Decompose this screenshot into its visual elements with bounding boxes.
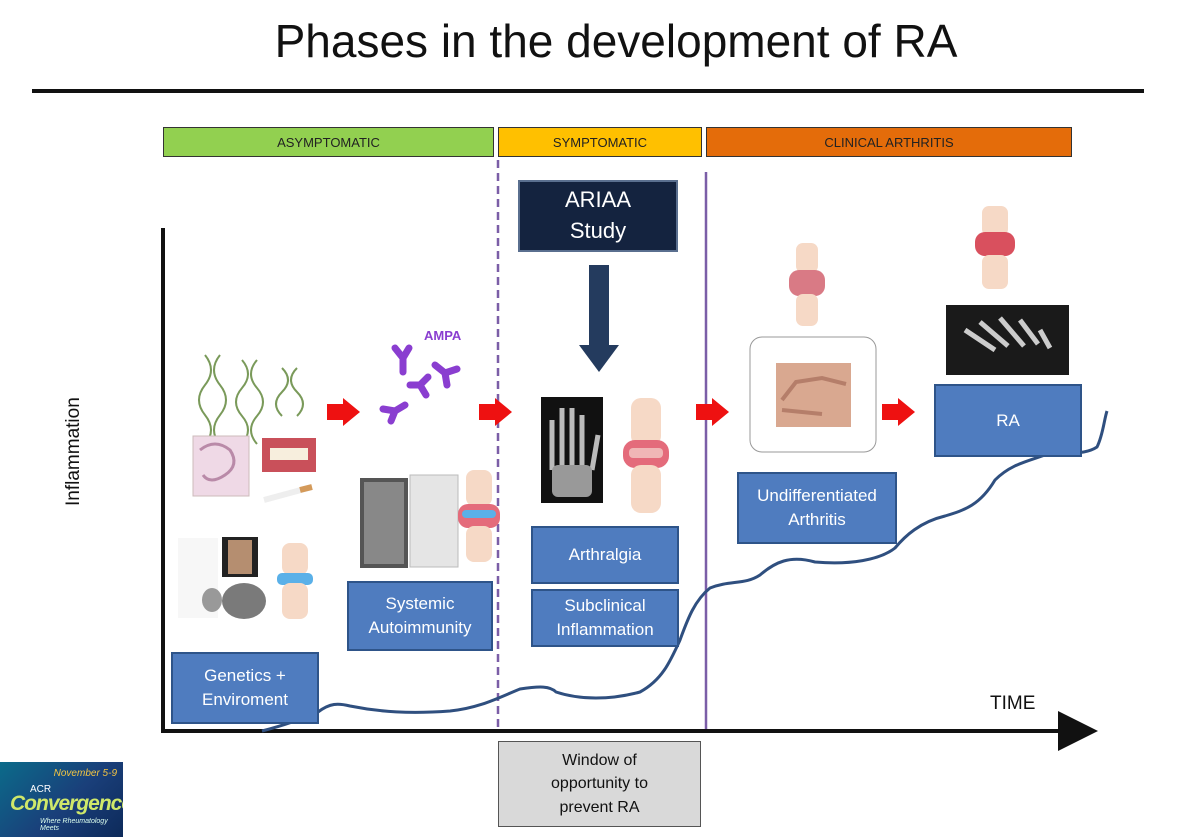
- phase-asymptomatic: ASYMPTOMATIC: [163, 127, 494, 157]
- transition-arrow-2: [479, 398, 512, 426]
- logo-dates: November 5-9: [53, 768, 117, 779]
- dna-illustration: [198, 354, 304, 446]
- transition-arrow-3: [696, 398, 729, 426]
- ariaa-study-box: ARIAA Study: [518, 180, 678, 252]
- phase-symptomatic: SYMPTOMATIC: [498, 127, 702, 157]
- hand-photo-image: [776, 363, 851, 427]
- logo-name: Convergence: [10, 792, 123, 815]
- genetics-environment-box: Genetics + Enviroment: [171, 652, 319, 724]
- inflammation-curve: [261, 410, 1109, 733]
- title-underline: [32, 89, 1144, 93]
- undifferentiated-arthritis-box: Undifferentiated Arthritis: [737, 472, 897, 544]
- window-of-opportunity-box: Window of opportunity to prevent RA: [498, 741, 701, 827]
- logo-subtitle: Where Rheumatology Meets: [40, 818, 108, 832]
- arthralgia-joint-image: [623, 398, 669, 513]
- inflamed-joint-image: [458, 470, 500, 562]
- systemic-autoimmunity-box: Systemic Autoimmunity: [347, 581, 493, 651]
- ariaa-down-arrow: [579, 265, 619, 372]
- bone-scan-image-light: [409, 474, 459, 568]
- healthy-joint-image: [277, 543, 313, 619]
- y-axis-label: Inflammation: [63, 397, 84, 506]
- logo-acr: ACR: [30, 784, 52, 795]
- page-title: Phases in the development of RA: [274, 15, 958, 67]
- ra-box: RA: [934, 384, 1082, 457]
- ampa-molecules-image: [379, 344, 461, 425]
- ra-joint-image: [975, 206, 1015, 289]
- acr-convergence-logo: November 5-9 ACR Convergence Where Rheum…: [0, 762, 123, 837]
- arthralgia-box: Arthralgia: [531, 526, 679, 584]
- stone-image: [222, 583, 266, 619]
- transition-arrow-1: [327, 398, 360, 426]
- ra-xray-image: [946, 305, 1069, 375]
- phase-clinical-arthritis: CLINICAL ARTHRITIS: [706, 127, 1072, 157]
- transition-arrow-4: [882, 398, 915, 426]
- undiff-joint-image: [789, 243, 825, 326]
- ampa-label: AMPA: [424, 328, 462, 343]
- x-axis-label: TIME: [990, 693, 1036, 714]
- subclinical-inflammation-box: Subclinical Inflammation: [531, 589, 679, 647]
